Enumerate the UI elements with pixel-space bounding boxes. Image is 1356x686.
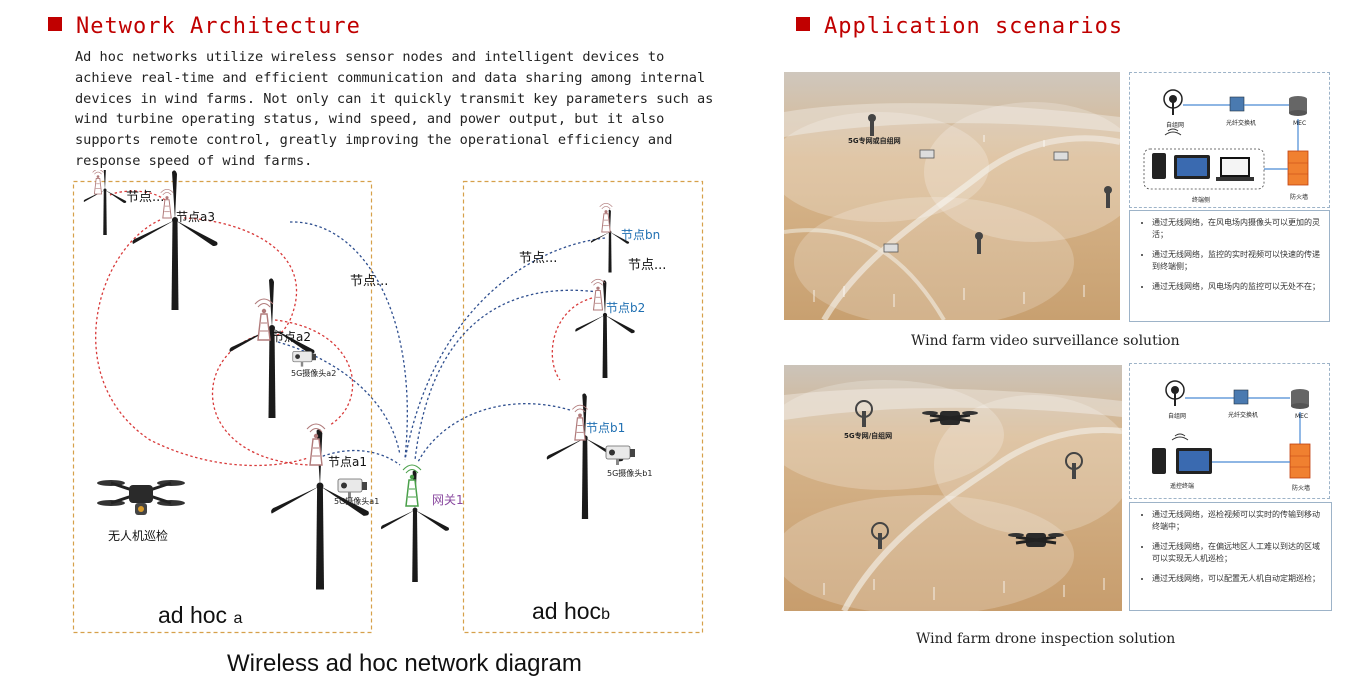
paragraph-line: Ad hoc networks utilize wireless sensor …	[75, 49, 665, 65]
drone-photo-art	[784, 365, 1122, 611]
firewall-label: 防火墙	[1290, 194, 1309, 201]
mec-server-icon	[1291, 389, 1309, 409]
surveillance-benefits-box: 通过无线网络，在风电场内摄像头可以更加的灵活； 通过无线网络，监控的实时视频可以…	[1129, 210, 1330, 322]
label-node-a1: 节点a1	[328, 455, 367, 469]
surveillance-photo: 5G专网或自组网	[784, 72, 1120, 320]
benefit-item: 通过无线网络，巡检视频可以实时的传输到移动终端中；	[1152, 509, 1323, 533]
mec-server-icon	[1289, 96, 1307, 116]
terminal-label: 终端侧	[1192, 197, 1211, 204]
panel-b-label-text: ad hoc	[532, 598, 602, 624]
drone-icon	[97, 480, 185, 515]
label-node-b-dots-1: 节点...	[519, 251, 558, 266]
panel-a-label-text: ad hoc	[158, 602, 228, 628]
paragraph-line: response speed of wind farms.	[75, 152, 313, 169]
panel-b-subscript: b	[601, 606, 610, 623]
paragraph-line: wind turbine operating status, wind spee…	[75, 111, 665, 128]
surveillance-network-art	[1143, 89, 1309, 190]
architecture-paragraph: Ad hoc networks utilize wireless sensor …	[75, 47, 713, 172]
gateway-antenna-icon	[402, 464, 422, 507]
red-links-b	[551, 297, 593, 381]
camera-icon	[605, 445, 636, 466]
panel-b-box	[462, 180, 704, 634]
paragraph-line: devices in wind farms. Not only can it q…	[75, 90, 714, 107]
remote-terminal-label: 遥控终端	[1170, 483, 1195, 490]
label-camera-a2: 5G摄像头a2	[291, 369, 337, 378]
antenna-icon	[1163, 89, 1183, 115]
surveillance-caption: Wind farm video surveillance solution	[911, 333, 1180, 349]
label-node-b2: 节点b2	[606, 301, 646, 315]
benefit-item: 通过无线网络，可以配置无人机自动定期巡检；	[1152, 573, 1323, 585]
mec-label: MEC	[1293, 120, 1307, 127]
drone-photo-label: 5G专网/自组网	[844, 432, 893, 440]
blue-links	[277, 221, 606, 466]
drone-icon	[1008, 533, 1064, 547]
application-scenarios-title: Application scenarios	[824, 14, 1124, 39]
fiber-switch-label: 光纤交换机	[1226, 120, 1257, 127]
heading-square-icon	[48, 17, 62, 31]
surveillance-network-diagram: 自组网 光纤交换机 MEC 终端侧 防火墙	[1129, 72, 1330, 208]
wind-turbine	[575, 280, 635, 378]
remote-terminal-icon	[1152, 448, 1212, 474]
adhoc-label: 自组网	[1168, 413, 1187, 420]
antenna-icon	[306, 423, 326, 466]
paragraph-line: achieve real-time and efficient communic…	[75, 69, 706, 86]
paragraph-line: supports remote control, greatly improvi…	[75, 132, 673, 149]
diagram-canvas	[72, 170, 704, 634]
benefit-item: 通过无线网络，在风电场内摄像头可以更加的灵活；	[1152, 217, 1321, 241]
drone-network-art	[1152, 380, 1311, 479]
label-node-mid-dots: 节点...	[350, 274, 389, 289]
panel-a-label: ad hoc a	[158, 602, 242, 629]
label-node-b-dots-2: 节点...	[628, 258, 667, 273]
firewall-label: 防火墙	[1292, 485, 1311, 492]
label-gateway: 网关1	[432, 493, 464, 507]
panel-a-box	[72, 180, 373, 634]
adhoc-label: 自组网	[1166, 122, 1185, 129]
drone-icon	[922, 411, 978, 425]
fiber-switch-icon	[1233, 389, 1249, 405]
firewall-icon	[1287, 150, 1309, 186]
terminal-devices-icon	[1152, 153, 1254, 181]
panel-a-subscript: a	[233, 610, 243, 627]
camera-icon	[883, 149, 1069, 253]
mec-label: MEC	[1295, 413, 1309, 420]
drone-caption: Wind farm drone inspection solution	[916, 631, 1176, 647]
heading-square-icon	[796, 17, 810, 31]
wind-turbine	[83, 170, 127, 235]
label-node-a3: 节点a3	[176, 210, 215, 224]
application-scenarios-heading: Application scenarios	[796, 14, 1123, 39]
tower-icon	[855, 400, 1083, 549]
benefit-item: 通过无线网络，在偏远地区人工难以到达的区域可以实现无人机巡检；	[1152, 541, 1323, 565]
label-node-b1: 节点b1	[586, 421, 626, 435]
benefit-item: 通过无线网络，风电场内的监控可以无处不在；	[1152, 281, 1321, 293]
terminal-group-box	[1143, 148, 1265, 190]
firewall-icon	[1289, 443, 1311, 479]
network-architecture-heading: Network Architecture	[48, 14, 361, 39]
label-camera-a1: 5G摄像头a1	[334, 497, 380, 506]
fiber-switch-icon	[1229, 96, 1245, 112]
label-node-a-dots: 节点...	[126, 190, 165, 205]
drone-network-diagram: 自组网 光纤交换机 MEC 遥控终端 防火墙	[1129, 363, 1330, 499]
tower-icon	[868, 114, 876, 136]
surveillance-photo-art	[784, 72, 1120, 320]
label-node-a2: 节点a2	[272, 330, 311, 344]
antenna-icon	[590, 278, 606, 311]
label-drone-inspection: 无人机巡检	[108, 529, 169, 543]
fiber-switch-label: 光纤交换机	[1228, 412, 1259, 419]
antenna-icon	[1165, 380, 1185, 406]
label-camera-b1: 5G摄像头b1	[607, 469, 653, 478]
drone-benefits-box: 通过无线网络，巡检视频可以实时的传输到移动终端中； 通过无线网络，在偏远地区人工…	[1129, 502, 1332, 611]
surveillance-photo-label: 5G专网或自组网	[848, 137, 901, 145]
label-node-bn: 节点bn	[621, 228, 661, 242]
benefit-item: 通过无线网络，监控的实时视频可以快速的传递到终端侧；	[1152, 249, 1321, 273]
network-architecture-title: Network Architecture	[76, 14, 361, 39]
adhoc-network-diagram: 节点... 节点a3 节点a2 5G摄像头a2 节点a1 5G摄像头a1 无人机…	[0, 170, 760, 686]
panel-b-label: ad hocb	[532, 598, 610, 625]
diagram-caption: Wireless ad hoc network diagram	[227, 650, 582, 677]
drone-photo: 5G专网/自组网	[784, 365, 1122, 611]
wind-turbine	[229, 278, 315, 418]
